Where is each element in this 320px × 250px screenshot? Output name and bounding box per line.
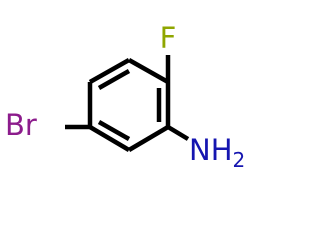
- bond-c3-c4: [127, 58, 170, 84]
- bond-c6-c1: [88, 125, 131, 152]
- amine-subscript: 2: [233, 148, 246, 172]
- amine-symbol: NH: [189, 133, 233, 167]
- amine-label: NH2: [189, 133, 245, 172]
- bond-c5-c6: [127, 125, 170, 152]
- bromine-label: Br: [5, 108, 37, 142]
- double-bond-inner-c2-c3: [97, 69, 131, 90]
- bond-c5-nitrogen: [166, 125, 190, 141]
- bond-c2-c3: [88, 58, 131, 84]
- fluorine-label: F: [160, 21, 177, 55]
- molecule-structure: F Br NH2: [5, 21, 245, 172]
- double-bond-inner-c6-c1: [97, 120, 131, 141]
